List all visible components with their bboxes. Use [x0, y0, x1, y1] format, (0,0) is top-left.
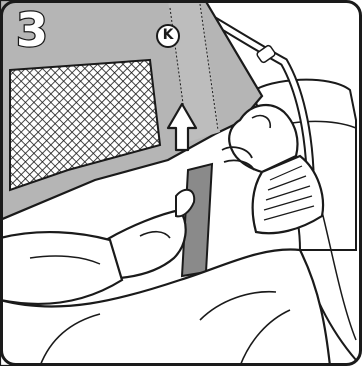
step-number: 3 [4, 6, 60, 54]
insert-strap [182, 164, 212, 276]
left-sleeve [0, 232, 122, 304]
left-hand [106, 190, 194, 278]
callout-badge: K [156, 24, 180, 48]
